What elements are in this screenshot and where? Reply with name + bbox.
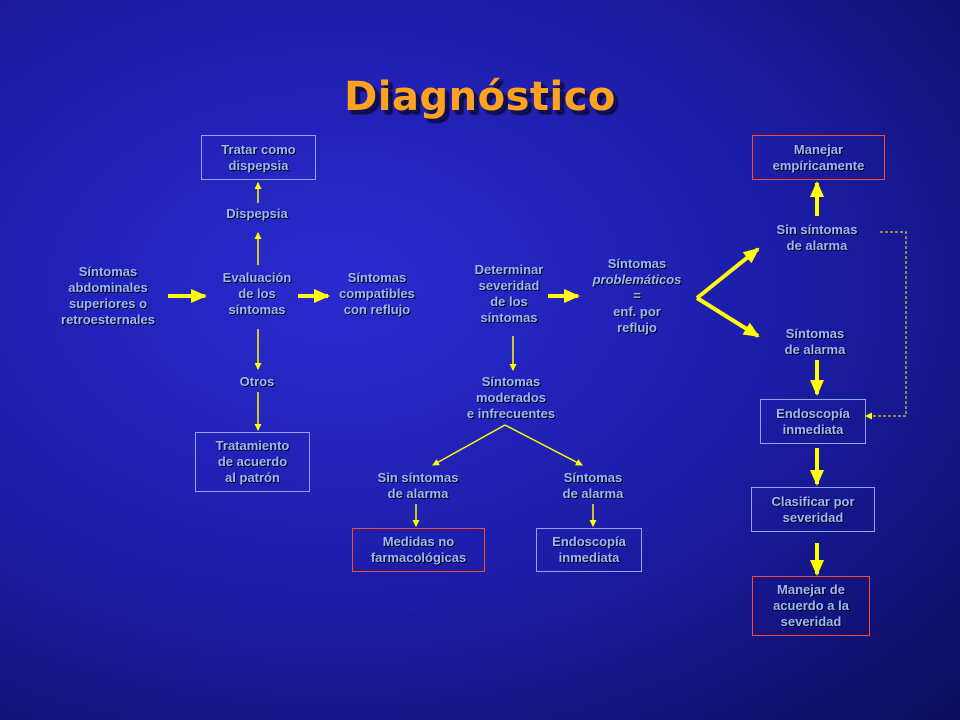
box-clasificar: Clasificar por severidad (751, 487, 875, 532)
node-moderados: Síntomas moderados e infrecuentes (466, 374, 556, 421)
box-tratar-dispepsia: Tratar como dispepsia (201, 135, 316, 180)
box-medidas-no-farmacologicas: Medidas no farmacológicas (352, 528, 485, 572)
node-alarma-right: Síntomas de alarma (784, 326, 846, 357)
node-otros: Otros (239, 374, 275, 389)
arrow-to-sin-alarma-mid (432, 424, 506, 466)
page-title: Diagnóstico (344, 74, 616, 120)
node-evaluacion: Evaluación de los síntomas (222, 270, 292, 317)
arrow-to-alarma-mid (504, 424, 583, 466)
node-determinar-severidad: Determinar severidad de los síntomas (474, 262, 544, 325)
arrow-to-alarma-right (695, 296, 760, 338)
node-compatibles-reflujo: Síntomas compatibles con reflujo (339, 270, 415, 317)
node-alarma-mid: Síntomas de alarma (562, 470, 624, 501)
box-endoscopia-mid: Endoscopía inmediata (536, 528, 642, 572)
arrow-to-sin-alarma-right (695, 247, 760, 300)
dashed-connector (865, 231, 907, 420)
node-sin-alarma-right: Sin síntomas de alarma (776, 222, 858, 253)
node-sintomas-problematicos: Síntomas problemáticos = enf. por refluj… (575, 256, 699, 336)
problematicos-line-3: = enf. por reflujo (613, 288, 661, 335)
problematicos-line-2: problemáticos (592, 272, 682, 287)
box-tratamiento-patron: Tratamiento de acuerdo al patrón (195, 432, 310, 492)
node-dispepsia: Dispepsia (226, 206, 288, 221)
node-sin-alarma-mid: Sin síntomas de alarma (377, 470, 459, 501)
box-manejar-empiricamente: Manejar empíricamente (752, 135, 885, 180)
box-manejar-severidad: Manejar de acuerdo a la severidad (752, 576, 870, 636)
node-sintomas-abdominales: Síntomas abdominales superiores o retroe… (61, 264, 155, 327)
box-endoscopia-right: Endoscopía inmediata (760, 399, 866, 444)
problematicos-line-1: Síntomas (607, 256, 667, 271)
